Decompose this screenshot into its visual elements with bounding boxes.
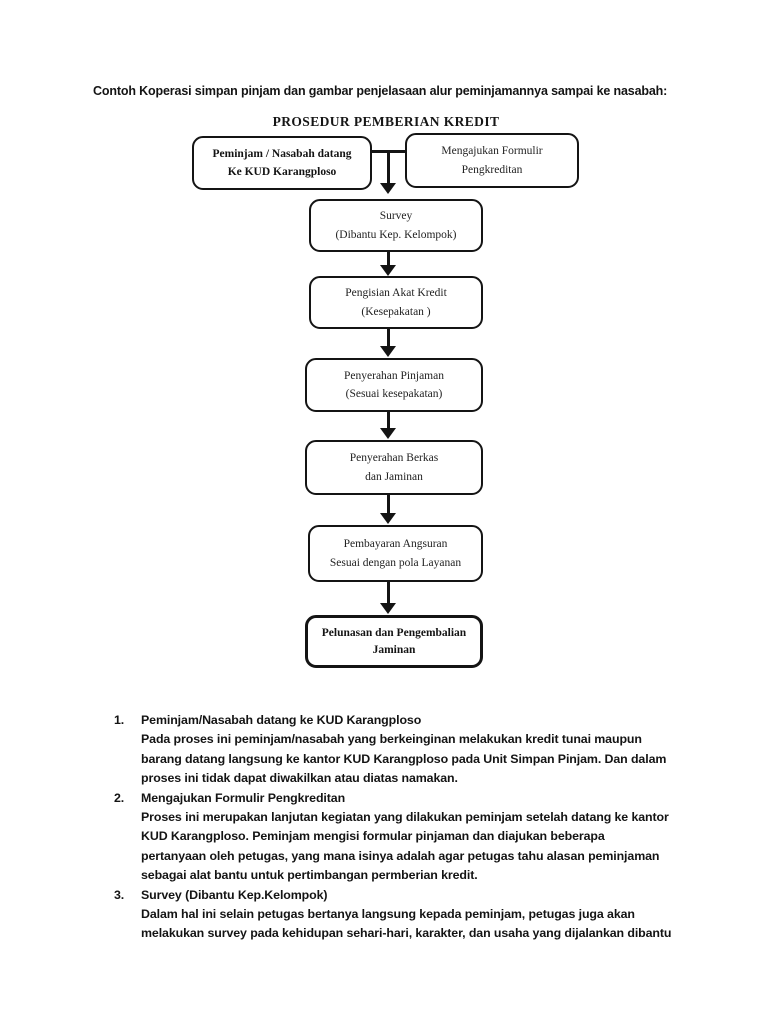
flow-box-survey-line1: Survey	[379, 210, 413, 223]
connector-line	[371, 150, 406, 153]
down-arrow	[380, 252, 396, 276]
flow-box-penyerahan-pinjaman: Penyerahan Pinjaman (Sesuai kesepakatan)	[305, 358, 483, 412]
flow-box-start-line2: Ke KUD Karangploso	[227, 166, 337, 179]
flow-box-pinjaman-line2: (Sesuai kesepakatan)	[345, 388, 443, 401]
explanation-list: 1. Peminjam/Nasabah datang ke KUD Karang…	[114, 711, 672, 944]
list-item-content: Survey (Dibantu Kep.Kelompok) Dalam hal …	[141, 886, 672, 944]
list-item-body: Dalam hal ini selain petugas bertanya la…	[141, 907, 672, 941]
flow-box-pelunasan: Pelunasan dan Pengembalian Jaminan	[305, 615, 483, 668]
flow-box-pengisian-line2: (Kesepakatan )	[361, 305, 431, 318]
flow-box-survey: Survey (Dibantu Kep. Kelompok)	[309, 199, 483, 252]
list-item: 3. Survey (Dibantu Kep.Kelompok) Dalam h…	[114, 886, 672, 944]
list-item-number: 2.	[114, 790, 125, 805]
list-item-content: Peminjam/Nasabah datang ke KUD Karangplo…	[141, 711, 672, 789]
list-item: 2. Mengajukan Formulir Pengkreditan Pros…	[114, 789, 672, 886]
list-item-body: Pada proses ini peminjam/nasabah yang be…	[141, 732, 667, 786]
flow-box-angsuran-line1: Pembayaran Angsuran	[343, 537, 448, 550]
list-item: 1. Peminjam/Nasabah datang ke KUD Karang…	[114, 711, 672, 789]
flow-box-pelunasan-line1: Pelunasan dan Pengembalian	[321, 626, 467, 639]
flow-box-berkas-line1: Penyerahan Berkas	[349, 452, 439, 464]
flow-box-start: Peminjam / Nasabah datang Ke KUD Karangp…	[192, 136, 372, 190]
flow-box-pelunasan-line2: Jaminan	[372, 644, 416, 657]
flow-box-penyerahan-berkas: Penyerahan Berkas dan Jaminan	[305, 440, 483, 495]
down-arrow	[380, 582, 396, 614]
list-item-heading: Mengajukan Formulir Pengkreditan	[141, 790, 346, 805]
list-item-number: 3.	[114, 887, 125, 902]
list-item-heading: Survey (Dibantu Kep.Kelompok)	[141, 887, 328, 902]
list-item-heading: Peminjam/Nasabah datang ke KUD Karangplo…	[141, 713, 422, 727]
intro-text: Contoh Koperasi simpan pinjam dan gambar…	[93, 84, 668, 98]
flow-box-pembayaran-angsuran: Pembayaran Angsuran Sesuai dengan pola L…	[308, 525, 483, 582]
down-arrow	[380, 412, 396, 439]
flow-box-pinjaman-line1: Penyerahan Pinjaman	[344, 369, 444, 382]
flow-box-angsuran-line2: Sesuai dengan pola Layanan	[329, 557, 462, 570]
flow-box-form: Mengajukan Formulir Pengkreditan	[405, 133, 579, 188]
flow-box-pengisian-line1: Pengisian Akat Kredit	[345, 287, 447, 300]
flow-box-survey-line2: (Dibantu Kep. Kelompok)	[335, 228, 457, 241]
flow-box-form-line1: Mengajukan Formulir	[441, 145, 543, 157]
flow-box-form-line2: Pengkreditan	[461, 164, 523, 176]
list-item-content: Mengajukan Formulir Pengkreditan Proses …	[141, 789, 672, 886]
down-arrow	[380, 152, 396, 194]
list-item-number: 1.	[114, 713, 125, 727]
flow-box-start-line1: Peminjam / Nasabah datang	[212, 147, 352, 160]
flow-box-pengisian-akat: Pengisian Akat Kredit (Kesepakatan )	[309, 276, 483, 329]
flow-box-berkas-line2: dan Jaminan	[365, 471, 423, 483]
list-item-body: Proses ini merupakan lanjutan kegiatan y…	[141, 810, 669, 883]
flowchart-title: PROSEDUR PEMBERIAN KREDIT	[272, 114, 500, 129]
down-arrow	[380, 495, 396, 524]
down-arrow	[380, 329, 396, 357]
